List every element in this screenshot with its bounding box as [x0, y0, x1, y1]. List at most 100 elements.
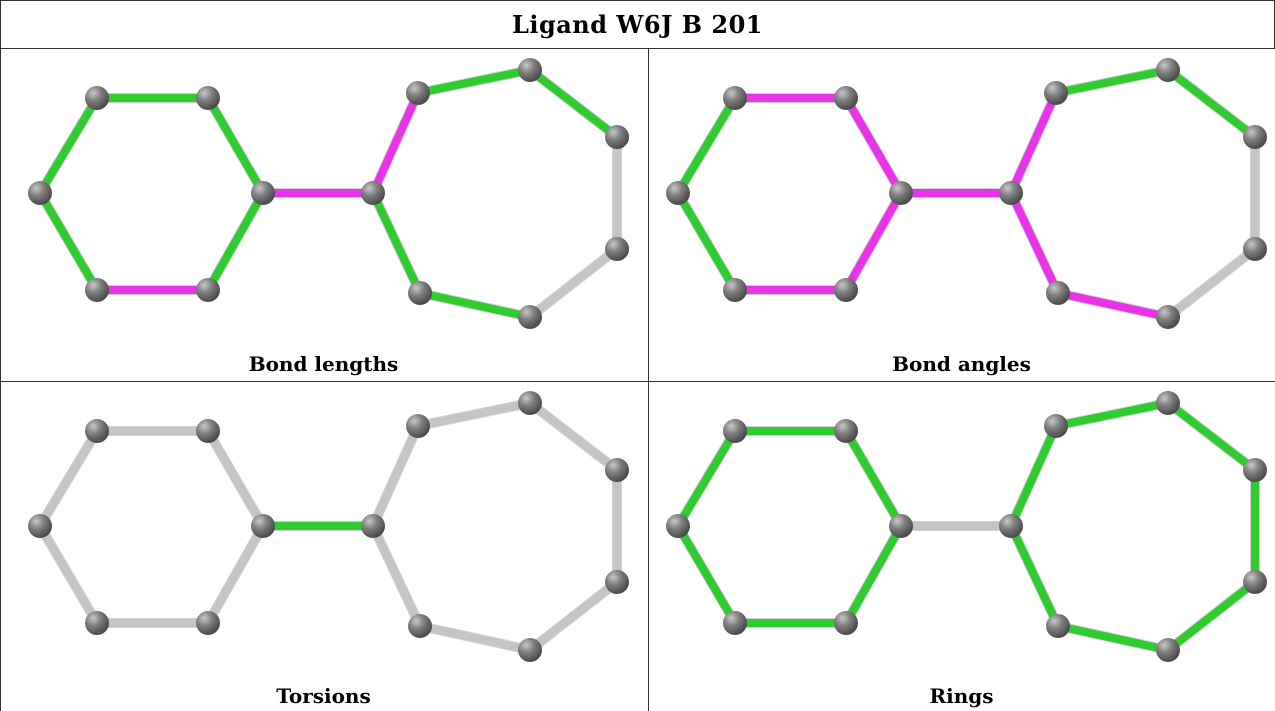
- atom: [1044, 81, 1068, 105]
- atom: [723, 278, 747, 302]
- bond-green: [416, 289, 534, 321]
- atom: [834, 419, 858, 443]
- atom: [1156, 58, 1180, 82]
- bond-magenta: [842, 189, 905, 294]
- atom: [85, 611, 109, 635]
- bond-green: [1052, 66, 1172, 97]
- atom: [999, 181, 1023, 205]
- bond-magenta: [1054, 289, 1172, 321]
- row-divider: [0, 381, 1275, 382]
- bond-green: [1164, 66, 1259, 141]
- atom: [1243, 125, 1267, 149]
- caption-bond-lengths: Bond lengths: [248, 352, 399, 376]
- caption-rings: Rings: [929, 684, 994, 708]
- panel-rings: [638, 381, 1275, 681]
- bond-gray: [36, 522, 101, 627]
- atom: [605, 125, 629, 149]
- bond-green: [1007, 522, 1062, 630]
- bond-green: [204, 94, 267, 197]
- atom: [889, 181, 913, 205]
- atom: [28, 514, 52, 538]
- atom: [999, 514, 1023, 538]
- bond-green: [1164, 399, 1259, 474]
- atom: [406, 81, 430, 105]
- atom: [85, 419, 109, 443]
- bond-gray: [1164, 245, 1259, 321]
- bond-green: [1054, 622, 1172, 654]
- bond-green: [674, 522, 739, 627]
- atom: [1044, 414, 1068, 438]
- atom: [251, 181, 275, 205]
- bond-gray: [526, 245, 621, 321]
- bond-green: [1164, 578, 1259, 654]
- bond-gray: [204, 522, 267, 627]
- atom: [406, 414, 430, 438]
- molecule-torsions: [28, 391, 629, 662]
- title-divider: [0, 48, 1275, 49]
- molecule-bond-lengths: [28, 58, 629, 329]
- atom: [518, 638, 542, 662]
- atom: [889, 514, 913, 538]
- atom: [518, 305, 542, 329]
- bond-gray: [414, 399, 534, 430]
- molecule-bond-angles: [666, 58, 1267, 329]
- atom: [1156, 391, 1180, 415]
- atom: [723, 86, 747, 110]
- bond-green: [674, 94, 739, 197]
- bond-green: [842, 427, 905, 530]
- atom: [196, 419, 220, 443]
- atom: [408, 614, 432, 638]
- bond-green: [674, 189, 739, 294]
- atom: [834, 611, 858, 635]
- atom: [196, 278, 220, 302]
- atom: [666, 514, 690, 538]
- ligand-title: Ligand W6J B 201: [511, 10, 763, 39]
- bond-green: [204, 189, 267, 294]
- bond-green: [842, 522, 905, 627]
- bond-gray: [526, 399, 621, 474]
- atom: [85, 86, 109, 110]
- bond-gray: [369, 522, 424, 630]
- panel-torsions: [0, 381, 637, 681]
- bond-gray: [416, 622, 534, 654]
- atom: [361, 181, 385, 205]
- bond-gray: [36, 427, 101, 530]
- atom: [1243, 237, 1267, 261]
- bond-magenta: [842, 94, 905, 197]
- atom: [834, 86, 858, 110]
- atom: [1156, 638, 1180, 662]
- atom: [518, 391, 542, 415]
- atom: [1156, 305, 1180, 329]
- column-divider: [648, 48, 649, 711]
- top-border: [0, 0, 1275, 1]
- panel-bond-lengths: [0, 48, 637, 348]
- bond-green: [1007, 422, 1060, 530]
- atom: [28, 181, 52, 205]
- bond-gray: [526, 578, 621, 654]
- atom: [361, 514, 385, 538]
- atom: [1243, 570, 1267, 594]
- bond-green: [526, 66, 621, 141]
- panel-bond-angles: [638, 48, 1275, 348]
- atom: [834, 278, 858, 302]
- caption-torsions: Torsions: [276, 684, 371, 708]
- bond-gray: [369, 422, 422, 530]
- atom: [666, 181, 690, 205]
- left-border: [0, 0, 1, 711]
- atom: [518, 58, 542, 82]
- bond-gray: [204, 427, 267, 530]
- atom: [1046, 614, 1070, 638]
- caption-bond-angles: Bond angles: [892, 352, 1031, 376]
- atom: [605, 458, 629, 482]
- bond-green: [414, 66, 534, 97]
- atom: [605, 570, 629, 594]
- bond-green: [674, 427, 739, 530]
- atom: [196, 611, 220, 635]
- atom: [605, 237, 629, 261]
- bond-green: [1052, 399, 1172, 430]
- atom: [251, 514, 275, 538]
- bond-green: [36, 189, 101, 294]
- atom: [408, 281, 432, 305]
- atom: [196, 86, 220, 110]
